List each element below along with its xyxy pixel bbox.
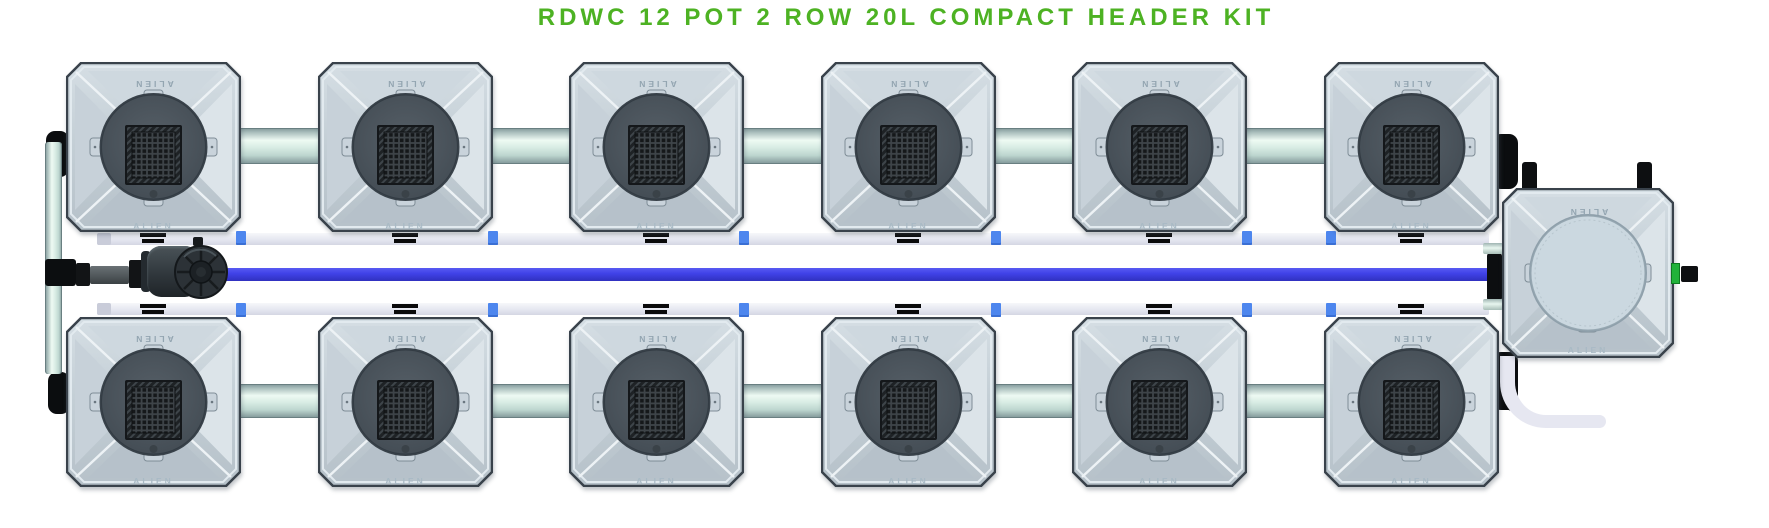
interconnect-pipe (1241, 384, 1330, 418)
interconnect-pipe (738, 128, 827, 164)
pipe-connector (991, 303, 1001, 317)
pot-row2-col3: ALIEN ALIEN (569, 317, 744, 487)
pipe-clamp (1146, 233, 1172, 243)
pot-row1-col5: ALIEN ALIEN (1072, 62, 1247, 232)
pot-brand-top-label: ALIEN (385, 79, 426, 89)
pot-row2-col5: ALIEN ALIEN (1072, 317, 1247, 487)
pot-brand-top-label: ALIEN (1139, 79, 1180, 89)
pipe-connector (739, 303, 749, 317)
pipe-clamp (895, 233, 921, 243)
interconnect-pipe (990, 384, 1078, 418)
pot-row1-col1: ALIEN ALIEN (66, 62, 241, 232)
pipe-clamp (392, 233, 418, 243)
pot-brand-top-label: ALIEN (385, 334, 426, 344)
pot-brand-bottom-label: ALIEN (636, 476, 677, 486)
tank-brand-top-label: ALIEN (1568, 207, 1609, 217)
pipe-connector (488, 303, 498, 317)
left-tee-fitting (45, 259, 76, 286)
interconnect-pipe (235, 384, 324, 418)
return-pipe-top-end-cap (97, 233, 111, 245)
left-bottom-elbow-fitting (48, 372, 70, 414)
interconnect-pipe (738, 384, 827, 418)
pot-brand-top-label: ALIEN (1391, 79, 1432, 89)
pot-brand-top-label: ALIEN (636, 79, 677, 89)
pipe-clamp (643, 304, 669, 314)
pot-row2-col2: ALIEN ALIEN (318, 317, 493, 487)
pump-front-cap (174, 245, 228, 299)
pot-brand-bottom-label: ALIEN (888, 476, 929, 486)
pump-rear-cap (141, 251, 151, 292)
outlet-fitting-green (1671, 263, 1680, 284)
pipe-connector (1326, 231, 1336, 245)
pot-brand-top-label: ALIEN (133, 334, 174, 344)
pot-row1-col4: ALIEN ALIEN (821, 62, 996, 232)
header-lid-post-left (1522, 162, 1537, 190)
pot-row1-col2: ALIEN ALIEN (318, 62, 493, 232)
pump-union-collar-left (76, 263, 90, 286)
pot-brand-top-label: ALIEN (1391, 334, 1432, 344)
pot-brand-top-label: ALIEN (888, 79, 929, 89)
pipe-connector (739, 231, 749, 245)
interconnect-pipe (487, 128, 575, 164)
pipe-connector (1326, 303, 1336, 317)
pot-brand-bottom-label: ALIEN (1391, 221, 1432, 231)
header-lid-post-right (1637, 162, 1652, 190)
pot-brand-top-label: ALIEN (888, 334, 929, 344)
pipe-clamp (140, 304, 166, 314)
pump-outlet-nub (193, 237, 203, 246)
pot-brand-top-label: ALIEN (1139, 334, 1180, 344)
pot-brand-top-label: ALIEN (133, 79, 174, 89)
pipe-connector (236, 303, 246, 317)
header-tank: ALIEN ALIEN (1502, 188, 1674, 358)
pot-row2-col4: ALIEN ALIEN (821, 317, 996, 487)
interconnect-pipe (990, 128, 1078, 164)
pot-brand-bottom-label: ALIEN (385, 476, 426, 486)
left-return-riser-pipe (45, 142, 62, 374)
interconnect-pipe (487, 384, 575, 418)
pot-brand-top-label: ALIEN (636, 334, 677, 344)
pipe-clamp (392, 304, 418, 314)
pipe-clamp (1398, 304, 1424, 314)
pot-row1-col6: ALIEN ALIEN (1324, 62, 1499, 232)
pot-brand-bottom-label: ALIEN (385, 221, 426, 231)
return-pipe-bottom-end-cap (97, 303, 111, 315)
pot-brand-bottom-label: ALIEN (133, 221, 174, 231)
interconnect-pipe (235, 128, 324, 164)
pipe-connector (488, 231, 498, 245)
pot-brand-bottom-label: ALIEN (133, 476, 174, 486)
pipe-clamp (1146, 304, 1172, 314)
pot-brand-bottom-label: ALIEN (636, 221, 677, 231)
return-pipe-top (97, 233, 1489, 245)
pipe-clamp (1398, 233, 1424, 243)
pot-brand-bottom-label: ALIEN (1139, 221, 1180, 231)
tank-brand-bottom-label: ALIEN (1568, 345, 1609, 355)
pump-union-body (90, 266, 129, 284)
pot-brand-bottom-label: ALIEN (1139, 476, 1180, 486)
pipe-connector (236, 231, 246, 245)
pot-brand-bottom-label: ALIEN (1391, 476, 1432, 486)
pipe-clamp (895, 304, 921, 314)
pipe-connector (1242, 303, 1252, 317)
pot-row2-col6: ALIEN ALIEN (1324, 317, 1499, 487)
feed-pipe (205, 268, 1491, 281)
pipe-connector (991, 231, 1001, 245)
header-return-sleeve-top (1483, 243, 1503, 254)
header-feed-inlet-fitting (1487, 253, 1502, 301)
drain-hose-end-cap (1596, 415, 1606, 428)
pot-row1-col3: ALIEN ALIEN (569, 62, 744, 232)
pot-row2-col1: ALIEN ALIEN (66, 317, 241, 487)
interconnect-pipe (1241, 128, 1330, 164)
pot-brand-bottom-label: ALIEN (888, 221, 929, 231)
pipe-connector (1242, 231, 1252, 245)
pipe-clamp (643, 233, 669, 243)
outlet-fitting-black (1681, 266, 1698, 282)
return-pipe-bottom (97, 303, 1489, 315)
diagram-title: RDWC 12 POT 2 ROW 20L COMPACT HEADER KIT (537, 4, 1275, 31)
pipe-clamp (140, 233, 166, 243)
header-return-sleeve-bottom (1483, 299, 1503, 310)
